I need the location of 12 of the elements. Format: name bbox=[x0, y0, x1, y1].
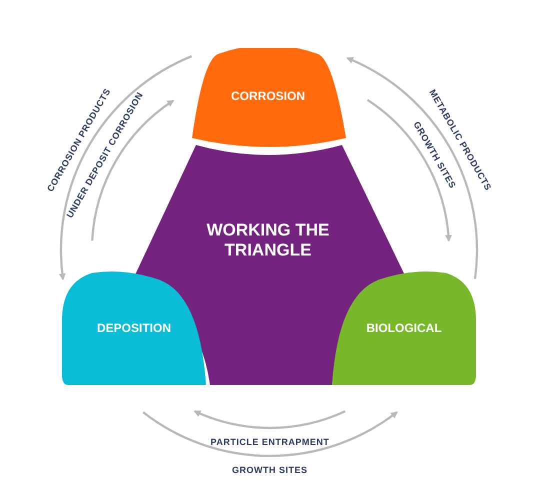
node-label: WORKING THE TRIANGLE bbox=[206, 220, 330, 260]
curved-arrow bbox=[91, 100, 174, 241]
curved-arrow bbox=[346, 57, 478, 279]
node-label: DEPOSITION bbox=[97, 321, 171, 335]
curved-arrow bbox=[194, 410, 346, 429]
curved-arrow bbox=[366, 99, 452, 242]
curved-arrow bbox=[59, 55, 192, 280]
node-label: CORROSION bbox=[231, 89, 305, 103]
edge-label: GROWTH SITES bbox=[232, 465, 308, 475]
edge-label: PARTICLE ENTRAPMENT bbox=[210, 437, 330, 447]
curved-arrow bbox=[142, 411, 398, 457]
node-label: BIOLOGICAL bbox=[366, 321, 442, 335]
